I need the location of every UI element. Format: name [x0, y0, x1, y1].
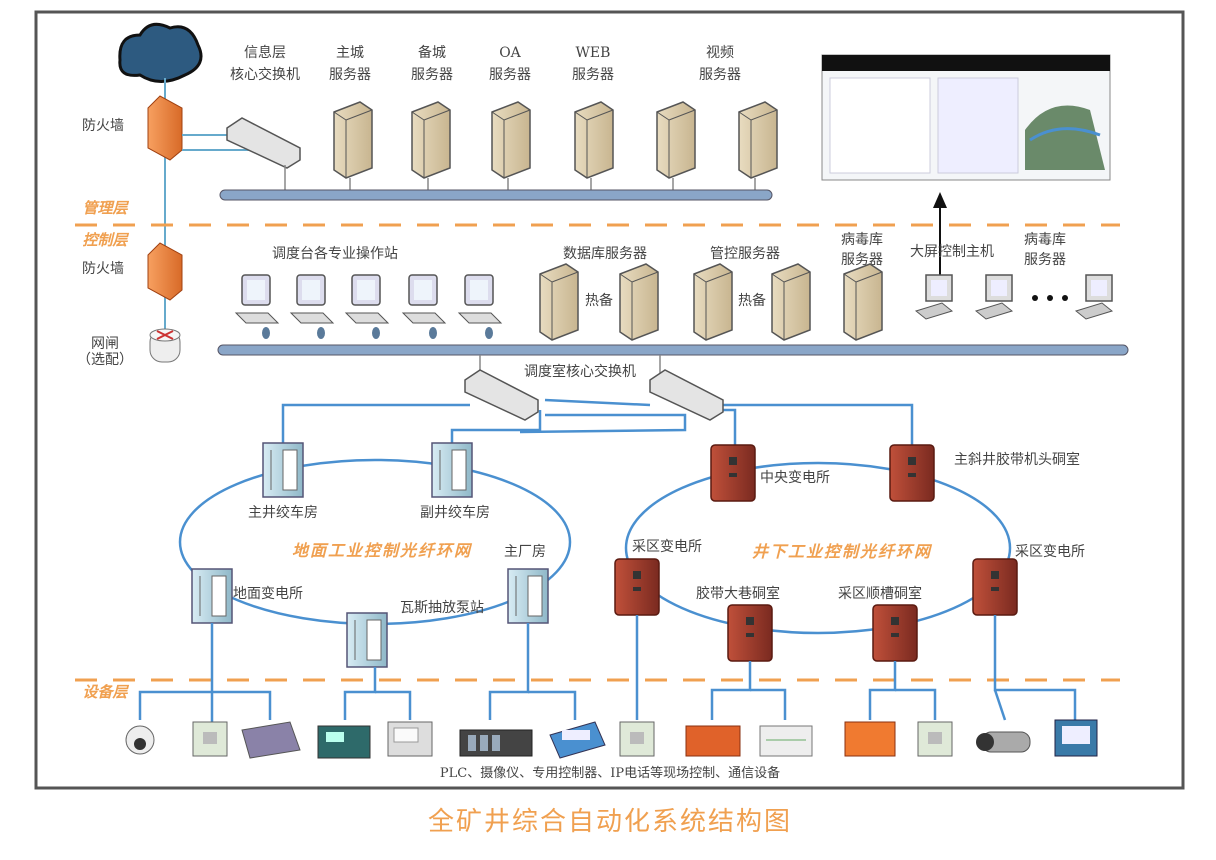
gateway-icon — [149, 328, 181, 363]
svg-text:副井绞车房: 副井绞车房 — [420, 504, 490, 521]
svg-text:主井绞车房: 主井绞车房 — [248, 504, 318, 521]
underground-ring-label: 井下工业控制光纤环网 — [752, 542, 933, 561]
management-servers — [333, 101, 778, 179]
svg-text:主厂房: 主厂房 — [504, 544, 546, 560]
svg-text:备城: 备城 — [418, 44, 446, 61]
svg-text:中央变电所: 中央变电所 — [760, 470, 830, 486]
mine-camera-icon — [976, 731, 1031, 753]
svg-text:视频: 视频 — [706, 45, 734, 61]
svg-text:主城: 主城 — [336, 45, 364, 61]
plc-module-icon — [241, 721, 301, 759]
svg-text:采区变电所: 采区变电所 — [1015, 544, 1085, 560]
svg-text:服务器: 服务器 — [1024, 252, 1066, 268]
operator-workstations — [235, 274, 502, 340]
ip-phone-icon — [549, 721, 606, 759]
surface-ring-nodes: 主井绞车房 副井绞车房 地面变电所 瓦斯抽放泵站 主厂房 — [191, 442, 549, 668]
underground-fiber-ring — [624, 461, 1012, 635]
svg-text:核心交换机: 核心交换机 — [230, 66, 300, 83]
svg-text:信息层: 信息层 — [244, 44, 286, 61]
layer-management-label: 管理层 — [82, 199, 129, 217]
controller-box-icon — [917, 721, 953, 757]
svg-text:调度台各专业操作站: 调度台各专业操作站 — [272, 246, 398, 262]
layer-control-label: 控制层 — [82, 231, 129, 249]
svg-text:地面变电所: 地面变电所 — [233, 586, 303, 602]
explosion-proof-box-icon — [685, 725, 741, 757]
underground-ring-nodes: 中央变电所 主斜井胶带机头硐室 采区变电所 采区变电所 胶带大巷硐室 采区顺槽硐… — [614, 444, 1085, 662]
svg-text:服务器: 服务器 — [841, 252, 883, 268]
svg-text:热备: 热备 — [738, 292, 766, 309]
big-screen-display — [821, 54, 1111, 181]
firewall-icon — [147, 95, 183, 161]
gateway-label: 网闸 — [91, 336, 119, 352]
svg-text:服务器: 服务器 — [699, 67, 741, 83]
svg-text:OA: OA — [499, 45, 521, 61]
explosion-proof-box-icon — [844, 721, 896, 757]
management-bus — [219, 189, 773, 201]
camera-dome-icon — [125, 725, 155, 755]
switch-box-icon — [759, 725, 813, 757]
device-links — [138, 615, 1077, 735]
diagram-frame — [34, 10, 1185, 790]
svg-text:热备: 热备 — [585, 292, 613, 309]
fiber-links — [281, 398, 914, 445]
svg-text:服务器: 服务器 — [411, 67, 453, 83]
firewall-label: 防火墙 — [82, 118, 124, 134]
controller-box-icon — [619, 721, 655, 757]
arrow-up-icon — [933, 192, 947, 208]
svg-text:采区顺槽硐室: 采区顺槽硐室 — [838, 585, 922, 602]
surface-ring-label: 地面工业控制光纤环网 — [292, 541, 473, 560]
svg-text:采区变电所: 采区变电所 — [632, 539, 702, 555]
layer-device-label: 设备层 — [82, 683, 129, 701]
cloud-network-icon — [118, 22, 203, 83]
svg-text:数据库服务器: 数据库服务器 — [563, 246, 647, 262]
devices-caption: PLC、摄像仪、专用控制器、IP电话等现场控制、通信设备 — [440, 765, 780, 781]
control-hosts — [915, 274, 1113, 320]
diagram-title: 全矿井综合自动化系统结构图 — [428, 807, 792, 837]
info-core-switch-icon — [226, 117, 301, 169]
firewall-label: 防火墙 — [82, 261, 124, 277]
panel-controller-icon — [387, 721, 433, 757]
dispatch-core-switch-label: 调度室核心交换机 — [524, 363, 636, 380]
core-switch-icon — [649, 369, 724, 421]
svg-text:服务器: 服务器 — [572, 67, 614, 83]
svg-text:病毒库: 病毒库 — [841, 232, 883, 248]
plc-rack-icon — [459, 729, 533, 757]
svg-text:服务器: 服务器 — [489, 67, 531, 83]
svg-text:主斜井胶带机头硐室: 主斜井胶带机头硐室 — [954, 451, 1080, 468]
svg-text:服务器: 服务器 — [329, 67, 371, 83]
controller-box-icon — [192, 721, 228, 757]
svg-text:管控服务器: 管控服务器 — [710, 246, 780, 262]
display-controller-icon — [317, 725, 371, 759]
field-devices — [125, 719, 1098, 759]
svg-text:WEB: WEB — [576, 45, 611, 61]
gateway-label-optional: （选配） — [77, 352, 133, 368]
control-bus — [217, 344, 1129, 356]
firewall-icon — [147, 242, 183, 301]
svg-text:瓦斯抽放泵站: 瓦斯抽放泵站 — [400, 600, 484, 616]
monitor-box-icon — [1054, 719, 1098, 757]
svg-text:胶带大巷硐室: 胶带大巷硐室 — [696, 585, 780, 602]
svg-text:大屏控制主机: 大屏控制主机 — [910, 244, 994, 260]
svg-text:病毒库: 病毒库 — [1024, 232, 1066, 248]
